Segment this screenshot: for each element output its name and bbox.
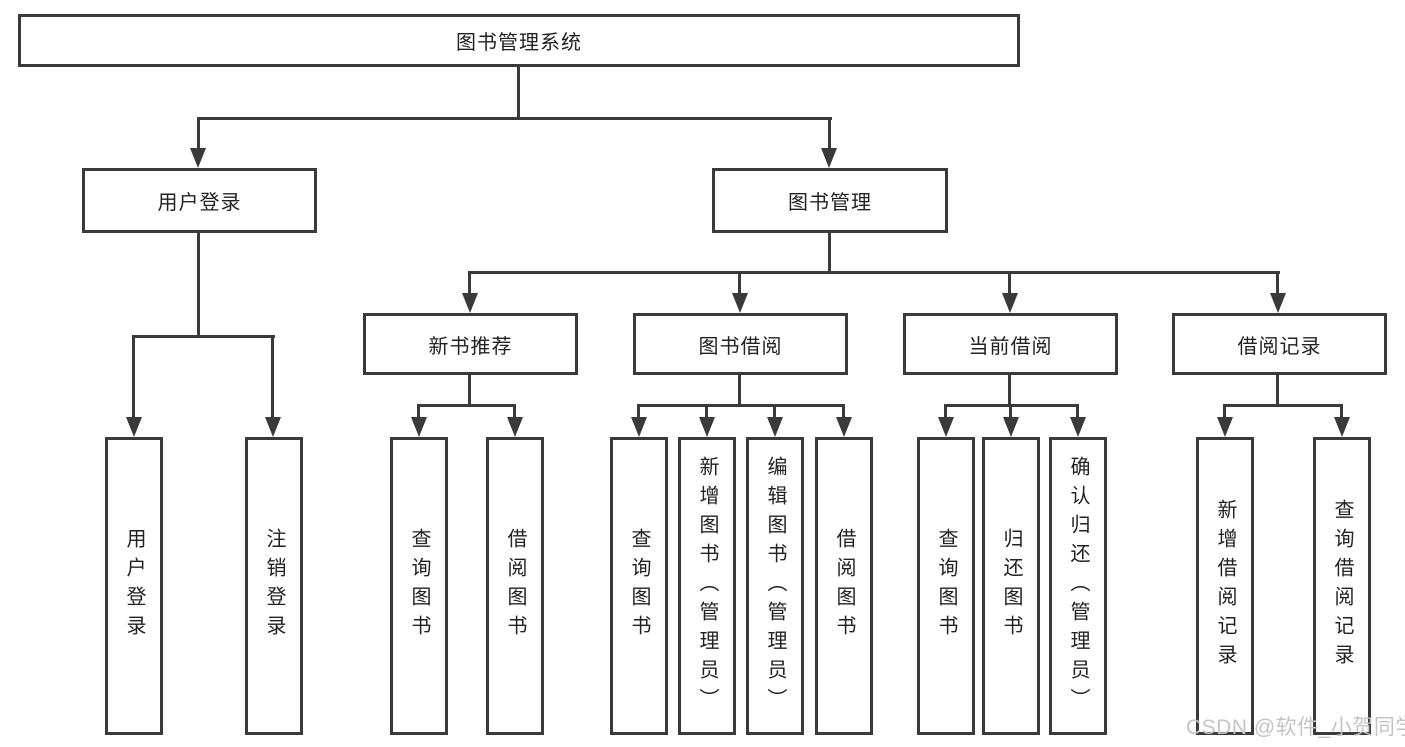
arrowhead-sec2-icon: [1002, 293, 1018, 313]
arrowhead-sec3-icon: [1270, 293, 1286, 313]
edge-drop-leaf11: [1223, 404, 1226, 418]
edge-sec0-bar: [418, 404, 516, 407]
leaf-br-query-record-label: 查询借阅记录: [1331, 499, 1353, 673]
edge-login-bar: [132, 335, 275, 338]
leaf-cb-return-books-label: 归还图书: [1000, 528, 1022, 644]
node-current-borrowing: 当前借阅: [903, 313, 1118, 375]
leaf-br-query-record: 查询借阅记录: [1313, 437, 1371, 735]
leaf-bb-add-book-admin-label: 新增图书（管理员）: [696, 455, 718, 717]
node-new-book-recommendation-label: 新书推荐: [428, 335, 513, 358]
leaf-cb-confirm-return-admin: 确认归还（管理员）: [1049, 437, 1107, 735]
arrowhead-sec1-icon: [732, 293, 748, 313]
arrowhead-userlogin-icon: [126, 417, 142, 437]
arrowhead-login-icon: [190, 148, 206, 168]
edge-root-stem: [517, 66, 520, 119]
leaf-user-login-label: 用户登录: [123, 528, 145, 644]
leaf-bb-borrow-books: 借阅图书: [815, 437, 873, 735]
edge-drop-sec2: [1008, 271, 1011, 295]
leaf-cb-query-books: 查询图书: [917, 437, 975, 735]
edge-sec0-stem: [468, 375, 471, 406]
node-book-borrowing-label: 图书借阅: [698, 335, 783, 358]
watermark: CSDN @软件_小贺同学: [1186, 716, 1405, 739]
leaf-nbr-query-books-label: 查询图书: [408, 528, 430, 644]
leaf-nbr-borrow-books: 借阅图书: [486, 437, 544, 735]
edge-root-bar: [198, 117, 832, 120]
arrowhead-logout-icon: [265, 417, 281, 437]
arrowhead-leaf10-icon: [1070, 417, 1086, 437]
edge-sec3-bar: [1224, 404, 1343, 407]
node-book-borrowing: 图书借阅: [633, 313, 848, 375]
leaf-br-add-record: 新增借阅记录: [1196, 437, 1254, 735]
arrowhead-leaf4-icon: [631, 417, 647, 437]
edge-drop-login: [197, 117, 200, 149]
edge-drop-leaf3: [513, 404, 516, 418]
edge-drop-userlogin: [132, 335, 135, 418]
arrowhead-leaf6-icon: [767, 417, 783, 437]
edge-login-stem: [197, 233, 200, 337]
leaf-bb-edit-book-admin: 编辑图书（管理员）: [746, 437, 804, 735]
edge-mgmt-stem: [828, 233, 831, 274]
node-root-system: 图书管理系统: [18, 14, 1020, 67]
edge-drop-leaf10: [1076, 404, 1079, 418]
leaf-bb-edit-book-admin-label: 编辑图书（管理员）: [764, 455, 786, 717]
arrowhead-leaf5-icon: [699, 417, 715, 437]
node-new-book-recommendation: 新书推荐: [363, 313, 578, 375]
node-borrowing-records: 借阅记录: [1172, 313, 1387, 375]
edge-drop-logout: [271, 335, 274, 418]
arrowhead-leaf8-icon: [938, 417, 954, 437]
leaf-bb-borrow-books-label: 借阅图书: [833, 528, 855, 644]
edge-sec2-bar: [945, 404, 1079, 407]
leaf-nbr-query-books: 查询图书: [390, 437, 448, 735]
edge-drop-mgmt: [828, 117, 831, 149]
arrowhead-leaf3-icon: [507, 417, 523, 437]
node-root-label: 图书管理系统: [456, 32, 582, 54]
leaf-bb-query-books-label: 查询图书: [628, 528, 650, 644]
edge-drop-leaf12: [1340, 404, 1343, 418]
leaf-br-add-record-label: 新增借阅记录: [1214, 499, 1236, 673]
leaf-logout-label: 注销登录: [263, 528, 285, 644]
edge-drop-leaf6: [773, 404, 776, 418]
node-book-management-label: 图书管理: [788, 192, 872, 214]
edge-drop-leaf5: [705, 404, 708, 418]
edge-drop-leaf7: [842, 404, 845, 418]
leaf-user-login: 用户登录: [105, 437, 163, 735]
arrowhead-mgmt-icon: [821, 148, 837, 168]
arrowhead-sec0-icon: [462, 293, 478, 313]
leaf-cb-return-books: 归还图书: [982, 437, 1040, 735]
edge-drop-leaf9: [1009, 404, 1012, 418]
edge-sec3-stem: [1276, 375, 1279, 406]
node-current-borrowing-label: 当前借阅: [968, 335, 1053, 358]
node-borrowing-records-label: 借阅记录: [1237, 335, 1322, 358]
edge-drop-leaf4: [637, 404, 640, 418]
edge-drop-sec3: [1276, 271, 1279, 295]
arrowhead-leaf9-icon: [1003, 417, 1019, 437]
node-book-management: 图书管理: [712, 168, 948, 233]
edge-drop-sec1: [738, 271, 741, 295]
node-user-login-label: 用户登录: [157, 192, 242, 214]
edge-sec1-bar: [638, 404, 845, 407]
edge-sec2-stem: [1008, 375, 1011, 406]
leaf-cb-confirm-return-admin-label: 确认归还（管理员）: [1067, 455, 1089, 717]
node-user-login-branch: 用户登录: [82, 168, 317, 233]
edge-mgmt-bar: [468, 271, 1280, 274]
leaf-nbr-borrow-books-label: 借阅图书: [504, 528, 526, 644]
leaf-bb-add-book-admin: 新增图书（管理员）: [678, 437, 736, 735]
edge-drop-sec0: [468, 271, 471, 295]
arrowhead-leaf7-icon: [836, 417, 852, 437]
leaf-cb-query-books-label: 查询图书: [935, 528, 957, 644]
edge-drop-leaf2: [417, 404, 420, 418]
leaf-bb-query-books: 查询图书: [610, 437, 668, 735]
leaf-logout: 注销登录: [245, 437, 303, 735]
edge-drop-leaf8: [944, 404, 947, 418]
arrowhead-leaf2-icon: [411, 417, 427, 437]
arrowhead-leaf11-icon: [1217, 417, 1233, 437]
arrowhead-leaf12-icon: [1334, 417, 1350, 437]
edge-sec1-stem: [738, 375, 741, 406]
